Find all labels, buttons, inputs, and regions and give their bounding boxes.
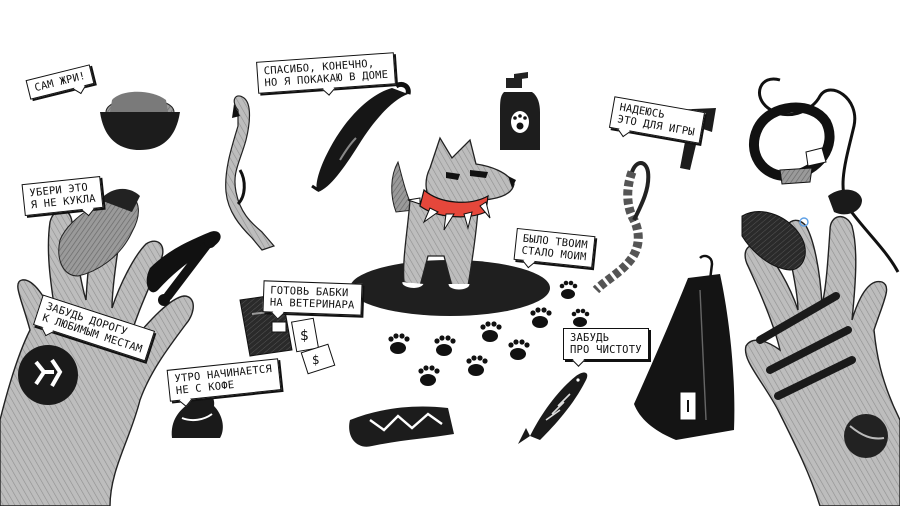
bubble-line: ЗАБУДЬ — [570, 332, 610, 344]
rope-toy-icon — [592, 161, 651, 294]
dog-icon — [391, 136, 516, 291]
svg-text:$: $ — [312, 353, 320, 367]
food-bowl-icon — [100, 91, 180, 150]
money-icon: $ $ — [290, 317, 336, 375]
speech-bubble-zabud-chistotu: ЗАБУДЬ ПРО ЧИСТОТУ — [563, 328, 649, 360]
paw-print-icon — [388, 280, 590, 386]
bubble-line: ПРО ЧИСТОТУ — [570, 344, 642, 356]
bone-icon — [158, 236, 216, 306]
rubber-chicken-icon — [225, 95, 276, 251]
leash-icon — [749, 77, 900, 273]
svg-text:$: $ — [300, 328, 309, 344]
speech-bubble-gotov: ГОТОВЬ БАБКИ НА ВЕТЕРИНАРА — [262, 280, 363, 316]
left-hand-icon — [0, 188, 221, 506]
shampoo-bottle-icon — [500, 72, 540, 150]
poop-icon — [171, 390, 223, 438]
umbrella-icon — [311, 81, 411, 192]
speech-bubble-bylo: БЫЛО ТВОИМ СТАЛО МОИМ — [513, 227, 596, 269]
sock-icon — [349, 406, 454, 447]
right-hand-icon — [741, 211, 900, 506]
fish-icon — [518, 372, 588, 444]
bubble-line: НА ВЕТЕРИНАРА — [269, 296, 355, 312]
speech-bubble-uberi: УБЕРИ ЭТО Я НЕ КУКЛА — [21, 175, 104, 217]
dog-sweater-icon — [634, 254, 735, 440]
